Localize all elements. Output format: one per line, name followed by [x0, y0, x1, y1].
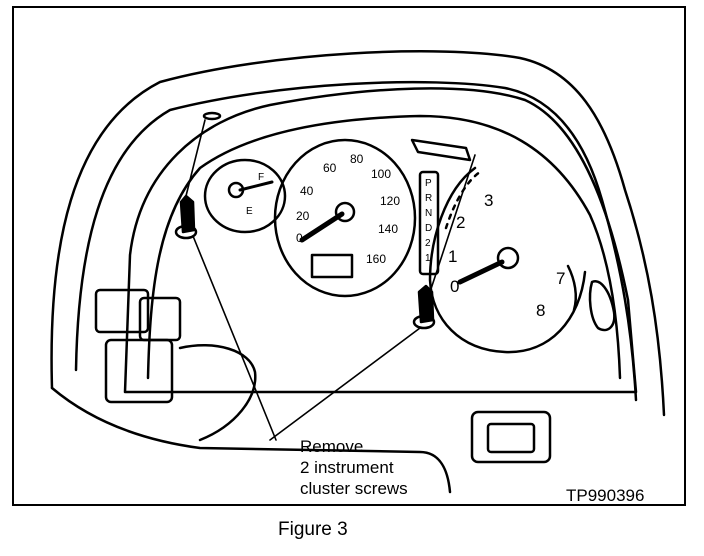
dash-outer-contour [50, 50, 666, 417]
cluster-housing [123, 87, 638, 394]
figure-id: TP990396 [566, 486, 645, 505]
tachometer-tick-label: 8 [536, 301, 545, 320]
speedometer-tick-label: 140 [378, 222, 398, 236]
switch-bezel [470, 410, 552, 464]
tachometer-tick-label: 7 [556, 269, 565, 288]
callout-text: Remove 2 instrument cluster screws [300, 436, 408, 499]
switch-button [486, 422, 536, 454]
figure-caption: Figure 3 [278, 519, 348, 540]
speedometer-tick-label: 60 [323, 161, 337, 175]
callout-line-3: cluster screws [300, 479, 408, 498]
speedometer-tick-label: 120 [380, 194, 400, 208]
lower-dash [50, 386, 452, 494]
callout-line-2: 2 instrument [300, 458, 394, 477]
speedometer-tick-label: 40 [300, 184, 314, 198]
left-vent-upper-2 [138, 296, 182, 342]
tachometer-tick-label: 2 [456, 213, 465, 232]
fuel-gauge-marks: FE [246, 172, 264, 217]
leader-right-upper [429, 154, 476, 293]
shift-position-label: 2 [425, 238, 431, 249]
figure-frame [12, 6, 686, 506]
screw-right [412, 284, 436, 330]
tachometer-dial [428, 166, 587, 354]
speedometer-needle [299, 211, 345, 243]
callout-line-1: Remove [300, 437, 364, 456]
fuel-gauge-mark: F [258, 172, 264, 183]
shift-position-label: P [425, 178, 432, 189]
tachometer-tick-label: 1 [448, 247, 457, 266]
speedometer-tick-labels: 0 20 40 60 80 100 120 140 160 [296, 152, 400, 266]
fuel-gauge-dial [203, 158, 287, 234]
odometer-window [310, 253, 354, 279]
left-vent-upper [94, 288, 150, 334]
shift-position-label: R [425, 193, 432, 204]
fuel-gauge-mark: E [246, 206, 253, 217]
tachometer-tick-labels: 0 1 23 78 [448, 191, 565, 320]
speedometer-tick-label: 20 [296, 209, 310, 223]
top-screw-hole [202, 111, 222, 121]
shift-position-label: 1 [425, 253, 431, 264]
dash-inner-contour [74, 80, 638, 402]
shift-position-label: D [425, 223, 432, 234]
speedometer-tick-label: 160 [366, 252, 386, 266]
speedometer-dial [273, 138, 417, 298]
cluster-lens-rim [146, 114, 622, 380]
screw-left [174, 194, 198, 240]
steering-column [178, 344, 257, 442]
tachometer-tick-label: 3 [484, 191, 493, 210]
speedometer-tick-label: 80 [350, 152, 364, 166]
display-slot [410, 138, 472, 162]
leader-left [192, 235, 277, 441]
speedometer-tick-label: 100 [371, 167, 391, 181]
tachometer-needle [457, 259, 505, 285]
left-vent-lower [104, 338, 174, 404]
shift-position-label: N [425, 208, 432, 219]
leader-left-upper [184, 119, 206, 201]
right-vent [588, 280, 616, 332]
speedometer-tick-label: 0 [296, 231, 303, 245]
tachometer-tick-label: 0 [450, 277, 459, 296]
leader-right [269, 327, 421, 441]
